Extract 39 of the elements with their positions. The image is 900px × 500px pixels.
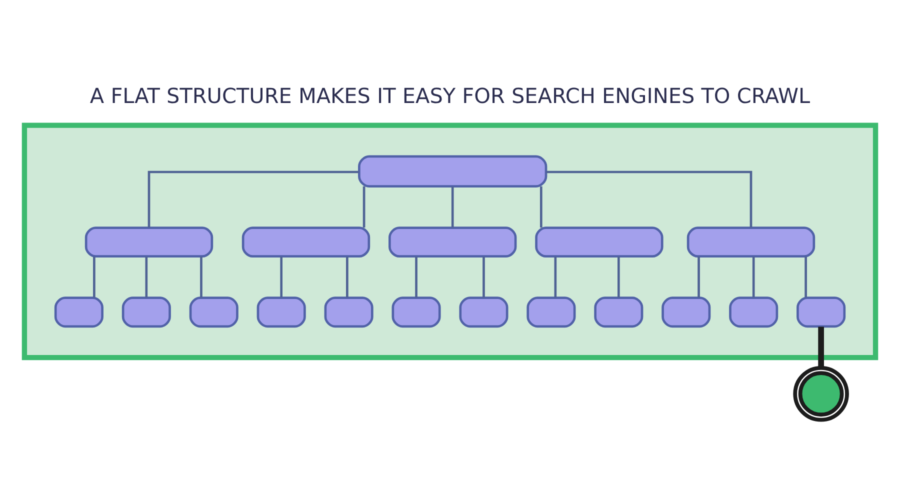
node-picture [793,365,849,422]
diagram-title: A FLAT STRUCTURE MAKES IT EASY FOR SEARCH ENGINES TO CRAWL [90,83,810,108]
node-box [392,296,441,328]
connector [200,256,202,298]
node-box [324,296,374,328]
node-box [686,226,816,257]
node-box [535,226,664,257]
connector [451,186,454,228]
connector [362,186,366,228]
connector [93,256,96,298]
connector [148,170,360,228]
connector [280,256,282,298]
connector [804,256,807,298]
connector [698,256,700,298]
node-box [242,226,370,257]
connector [540,186,542,228]
node-box [729,296,778,328]
connector [752,256,755,298]
connector [346,256,348,298]
connector [618,256,620,298]
connector [415,256,418,298]
node-box [662,296,711,328]
node-box [84,226,214,257]
node-box [189,296,238,328]
connector [145,256,148,298]
node-box [526,296,576,328]
node-box [459,296,508,328]
connector [554,256,557,298]
node-box [256,296,306,328]
node-box [122,296,171,328]
node-box [358,154,548,187]
node-box [796,296,846,328]
connector [818,326,824,368]
connector [546,170,752,228]
cluster [22,122,878,360]
node-box [54,296,104,328]
node-box [388,226,517,257]
connector [482,256,485,298]
node-box [594,296,644,328]
